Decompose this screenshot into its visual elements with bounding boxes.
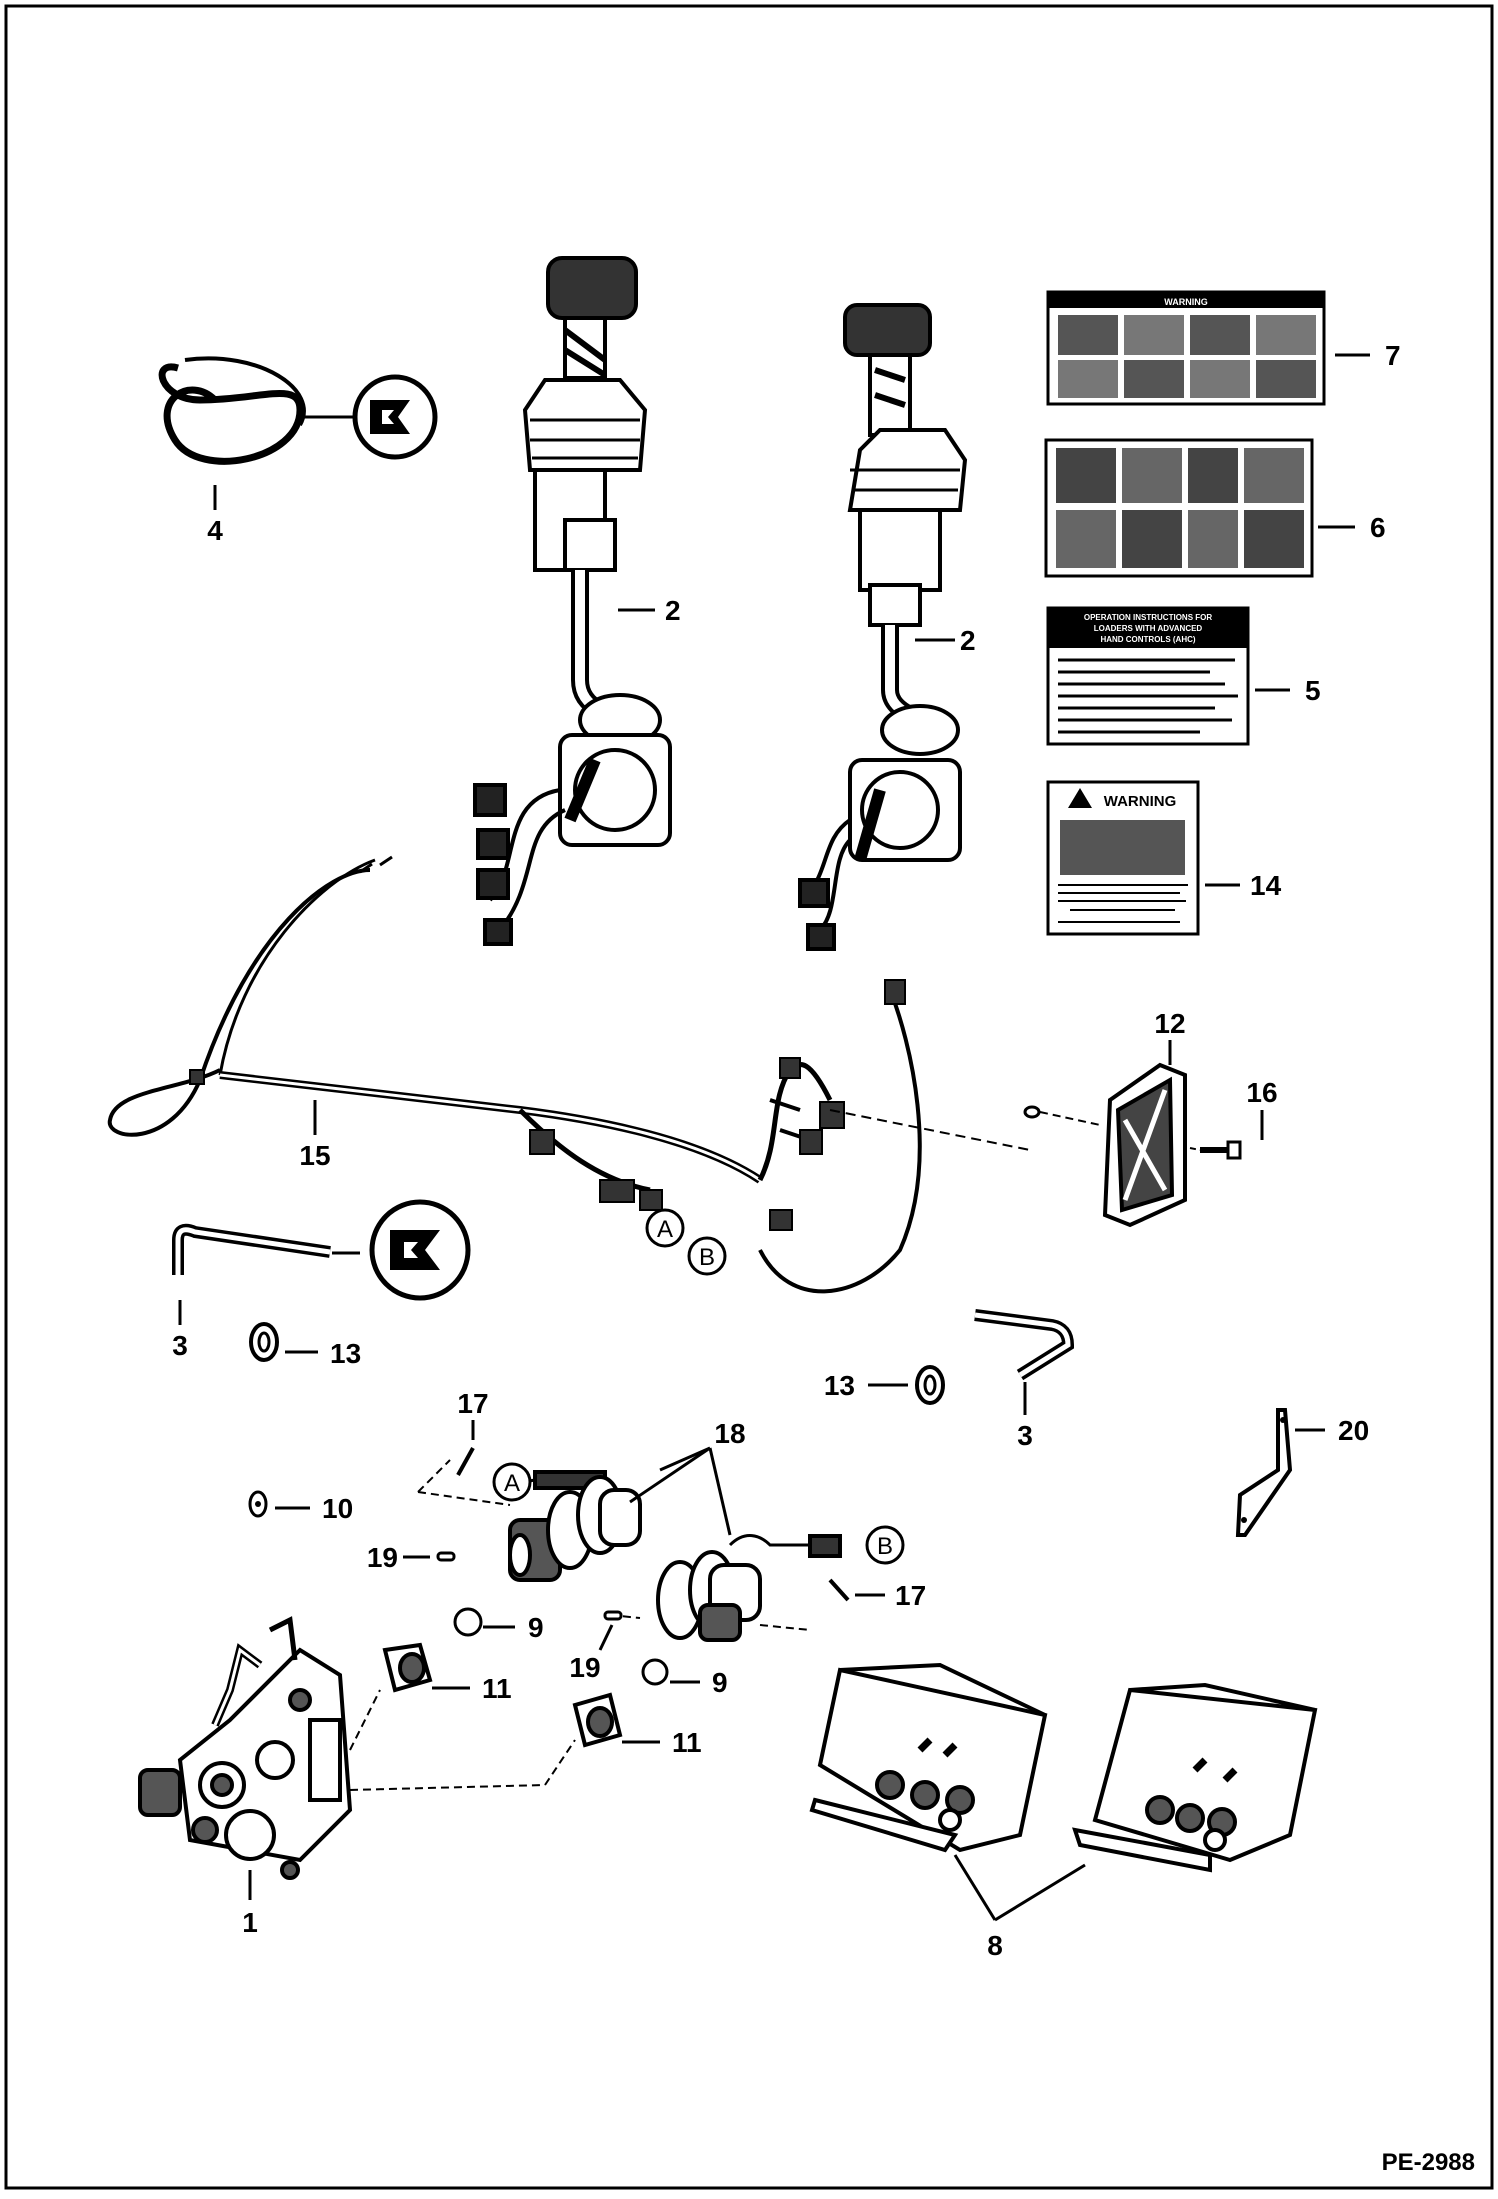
foot-pedal-left <box>809 1662 1048 1853</box>
dashed-guide <box>417 1491 511 1506</box>
page-border <box>4 4 1494 2190</box>
callout-15: 15 <box>299 1140 330 1171</box>
leader-line <box>708 1447 732 1536</box>
dashed-guide <box>349 1784 546 1791</box>
instructions-line-1: OPERATION INSTRUCTIONS FOR <box>1084 613 1213 622</box>
connector-b-solenoid: B <box>865 1525 905 1565</box>
decal-operation-instructions: OPERATION INSTRUCTIONS FOR LOADERS WITH … <box>1046 606 1250 746</box>
callout-10: 10 <box>322 1493 353 1524</box>
control-valve <box>138 1616 353 1880</box>
callout-1: 1 <box>242 1907 258 1938</box>
decal-warning-crush: WARNING <box>1046 780 1200 936</box>
solenoid-left <box>504 1470 642 1582</box>
connector-b-harness: B <box>687 1236 727 1276</box>
solenoid-right <box>656 1534 842 1642</box>
grommet-left <box>249 1322 279 1362</box>
bracket <box>1235 1408 1293 1537</box>
grommet-right <box>915 1365 945 1405</box>
dashed-guide <box>544 1739 576 1786</box>
callout-2-right: 2 <box>960 625 976 656</box>
connector-b-solenoid-label: B <box>877 1533 893 1560</box>
callout-9-bottom: 9 <box>712 1667 728 1698</box>
callout-11-bottom: 11 <box>672 1727 702 1758</box>
callout-13-right: 13 <box>824 1370 855 1401</box>
callout-9-top: 9 <box>528 1612 544 1643</box>
diagram-code: PE-2988 <box>1382 2149 1475 2176</box>
callout-2-left: 2 <box>665 595 681 626</box>
callout-5: 5 <box>1305 675 1321 706</box>
instructions-line-2: LOADERS WITH ADVANCED <box>1094 624 1203 633</box>
mounting-plate <box>1102 1062 1187 1228</box>
foot-pedal-right <box>1072 1682 1318 1873</box>
left-joystick <box>473 256 672 946</box>
adapter-top <box>382 1642 433 1693</box>
callout-17-top: 17 <box>457 1388 488 1419</box>
callouts: 4 2 2 7 6 5 14 12 16 15 3 13 13 3 17 18 … <box>172 340 1400 1961</box>
decal-warning-pictorial: WARNING <box>1046 290 1326 406</box>
callout-14: 14 <box>1250 870 1282 901</box>
connector-b-harness-label: B <box>699 1244 715 1271</box>
leader-line <box>629 1446 711 1504</box>
callout-20: 20 <box>1338 1415 1369 1446</box>
decal-warning-bottom-title: WARNING <box>1104 793 1177 810</box>
callout-3-left: 3 <box>172 1330 188 1361</box>
callout-19-right: 19 <box>569 1652 600 1683</box>
dashed-guide <box>1189 1147 1201 1151</box>
leader-line <box>659 1446 711 1472</box>
adapter-bottom <box>572 1692 623 1748</box>
dashed-guide <box>1039 1111 1101 1126</box>
washer <box>248 1490 268 1518</box>
callout-11-top: 11 <box>482 1673 512 1704</box>
wire-harness <box>107 855 922 1294</box>
bobcat-kit-icon <box>352 374 438 460</box>
callout-18: 18 <box>714 1418 745 1449</box>
dashed-guide <box>759 1624 811 1631</box>
connector-a-harness: A <box>645 1208 685 1248</box>
connector-a-solenoid-label: A <box>504 1470 520 1497</box>
dashed-guide <box>349 1689 381 1751</box>
mounting-bolt <box>1200 1140 1242 1160</box>
decal-control-pictorial <box>1044 438 1314 578</box>
pin-right <box>828 1578 850 1602</box>
connector-a-solenoid: A <box>492 1462 532 1502</box>
instructions-line-3: HAND CONTROLS (AHC) <box>1100 635 1195 644</box>
pin-19-left <box>436 1551 456 1562</box>
o-ring-top <box>453 1607 483 1637</box>
callout-13-left: 13 <box>330 1338 361 1369</box>
callout-4: 4 <box>207 515 223 546</box>
callout-6: 6 <box>1370 512 1386 543</box>
right-joystick <box>798 303 968 951</box>
dashed-guide <box>829 1109 1031 1151</box>
callout-12: 12 <box>1154 1008 1185 1039</box>
leader-line <box>598 1624 614 1651</box>
callout-3-right: 3 <box>1017 1420 1033 1451</box>
hex-key-right <box>974 1309 1075 1381</box>
connector-a-harness-label: A <box>657 1216 673 1243</box>
callout-8: 8 <box>987 1930 1003 1961</box>
leader-line <box>994 1863 1086 1922</box>
decal-warning-title: WARNING <box>1164 297 1208 307</box>
small-nut <box>1023 1105 1041 1119</box>
leader-line <box>953 1854 997 1921</box>
pin-top <box>456 1447 475 1476</box>
pin-19-right <box>603 1610 623 1621</box>
callout-7: 7 <box>1385 340 1401 371</box>
bobcat-kit-icon-2 <box>369 1199 471 1301</box>
callout-17-right: 17 <box>895 1580 926 1611</box>
dashed-guide <box>417 1459 451 1493</box>
o-ring-bottom <box>641 1658 669 1686</box>
callout-16: 16 <box>1246 1077 1277 1108</box>
callout-19-left: 19 <box>367 1542 398 1573</box>
coiled-wire <box>158 356 306 465</box>
hex-key-left <box>172 1223 331 1275</box>
